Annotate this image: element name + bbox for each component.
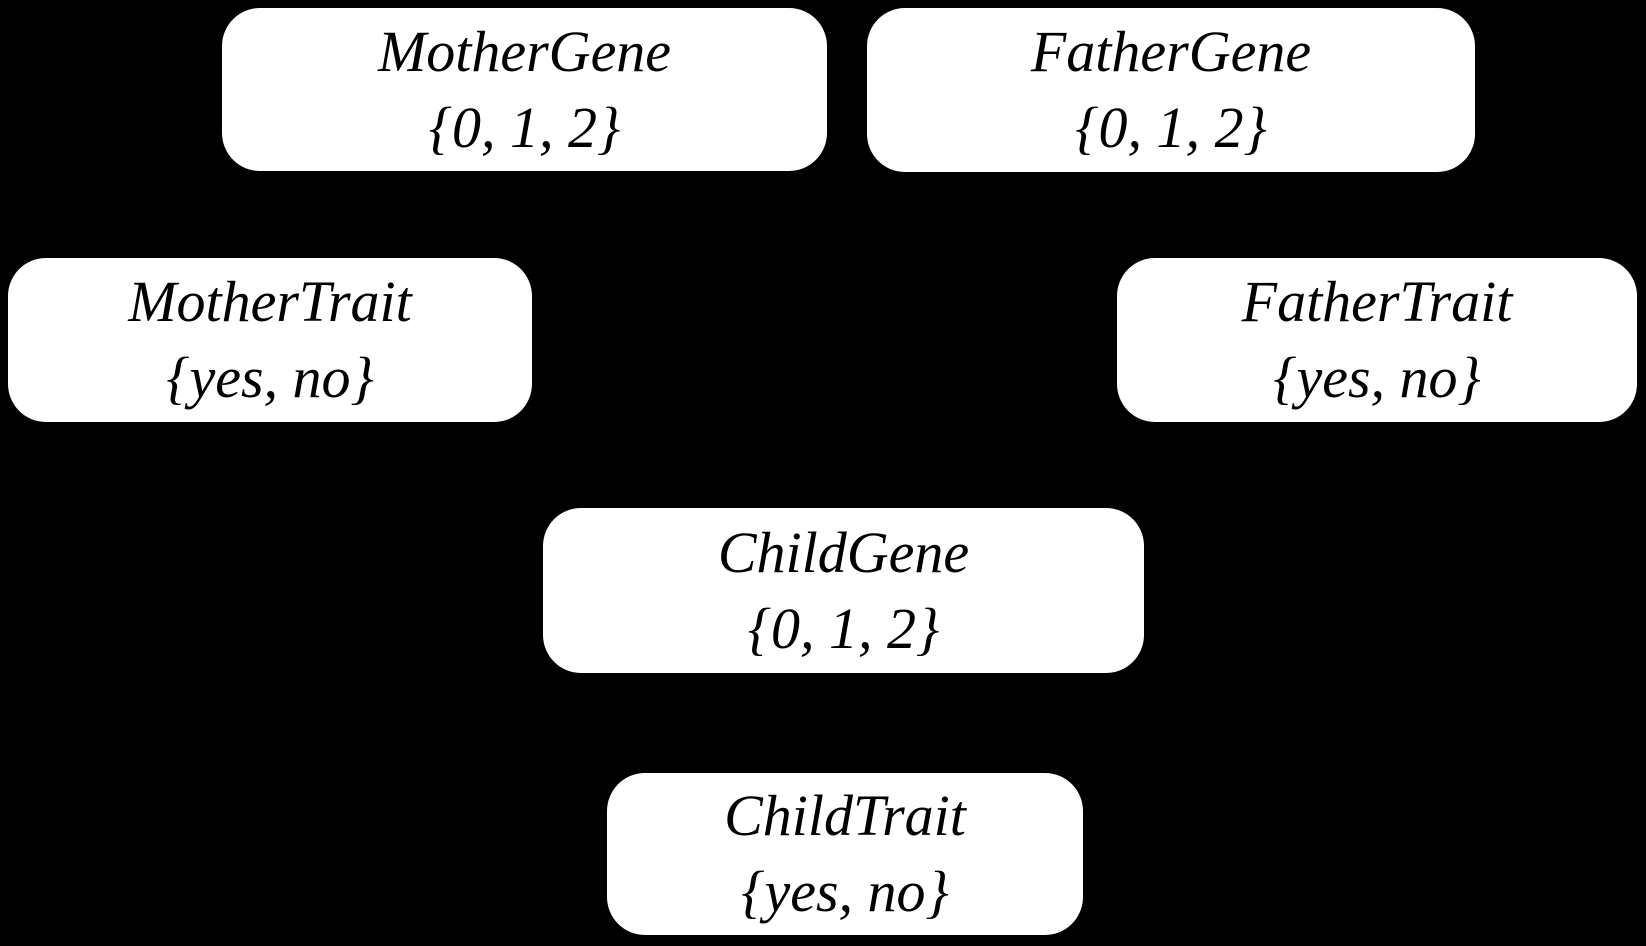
node-father-trait: FatherTrait {yes, no} — [1117, 258, 1637, 422]
node-father-gene-label: FatherGene — [1030, 19, 1312, 84]
node-father-trait-label: FatherTrait — [1241, 269, 1513, 334]
node-father-gene: FatherGene {0, 1, 2} — [867, 8, 1475, 172]
node-child-gene-domain-values: {0, 1, 2} — [747, 595, 940, 661]
node-mother-gene-label: MotherGene — [377, 18, 672, 84]
node-child-trait-label: ChildTrait — [724, 783, 966, 848]
node-mother-trait-label: MotherTrait — [128, 269, 412, 334]
node-child-trait-domain-values: {yes, no} — [741, 859, 949, 924]
node-father-gene-domain-values: {0, 1, 2} — [1075, 95, 1267, 160]
node-mother-trait-domain-values: {yes, no} — [166, 345, 374, 410]
node-child-gene: ChildGene {0, 1, 2} — [543, 508, 1144, 673]
node-child-gene-label: ChildGene — [717, 519, 970, 585]
node-mother-gene-domain-values: {0, 1, 2} — [428, 94, 621, 160]
node-father-trait-domain-values: {yes, no} — [1273, 345, 1481, 410]
node-mother-trait: MotherTrait {yes, no} — [8, 258, 532, 422]
node-mother-gene: MotherGene {0, 1, 2} — [222, 8, 827, 171]
node-child-trait: ChildTrait {yes, no} — [607, 773, 1083, 935]
